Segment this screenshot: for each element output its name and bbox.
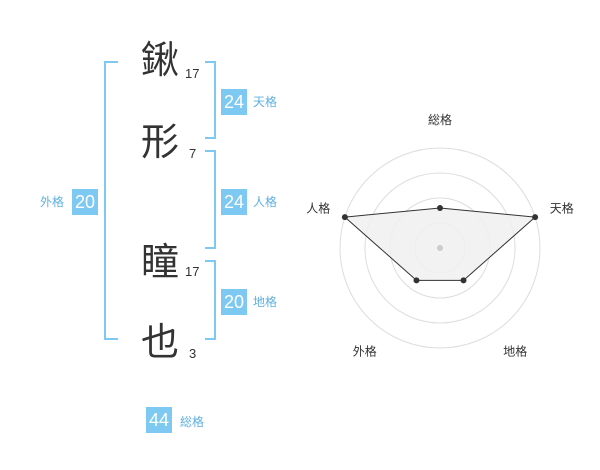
tenkaku-bracket	[205, 61, 216, 139]
soukaku-value: 44	[146, 407, 172, 433]
name-char-3: 瞳	[141, 240, 180, 284]
name-char-4: 也	[141, 320, 180, 364]
jinkaku-bracket	[205, 150, 216, 249]
radar-polygon	[343, 207, 537, 281]
radar-axis-label-1: 総格	[428, 112, 452, 127]
name-char-2: 形	[141, 120, 180, 164]
radar-grid-ring-4	[339, 147, 541, 349]
radar-point-5	[341, 214, 348, 221]
soukaku-label: 総格	[180, 415, 205, 429]
stroke-count-3: 17	[185, 264, 200, 279]
radar-axis-label-4: 外格	[353, 344, 377, 359]
jinkaku-label: 人格	[253, 195, 278, 209]
stroke-count-1: 17	[185, 66, 200, 81]
chikaku-value: 20	[221, 289, 247, 315]
gaikaku-bracket	[104, 61, 118, 340]
gaikaku-value: 20	[72, 189, 98, 215]
chikaku-bracket	[205, 260, 216, 340]
gaikaku-label: 外格	[40, 195, 65, 209]
radar-point-1	[437, 205, 443, 211]
radar-axis-label-3: 地格	[503, 344, 527, 359]
radar-axis-label-5: 人格	[306, 200, 330, 215]
radar-axis-label-2: 天格	[550, 200, 574, 215]
tenkaku-label: 天格	[253, 95, 278, 109]
radar-grid-ring-3	[364, 172, 516, 324]
tenkaku-value: 24	[221, 89, 247, 115]
chikaku-label: 地格	[253, 295, 278, 309]
radar-point-4	[413, 277, 420, 284]
radar-point-2	[532, 214, 539, 221]
jinkaku-value: 24	[221, 189, 247, 215]
radar-point-3	[460, 277, 467, 284]
stroke-count-4: 3	[189, 346, 197, 361]
name-char-1: 鍬	[141, 38, 180, 82]
radar-center-dot	[437, 245, 443, 251]
stroke-count-2: 7	[189, 146, 197, 161]
